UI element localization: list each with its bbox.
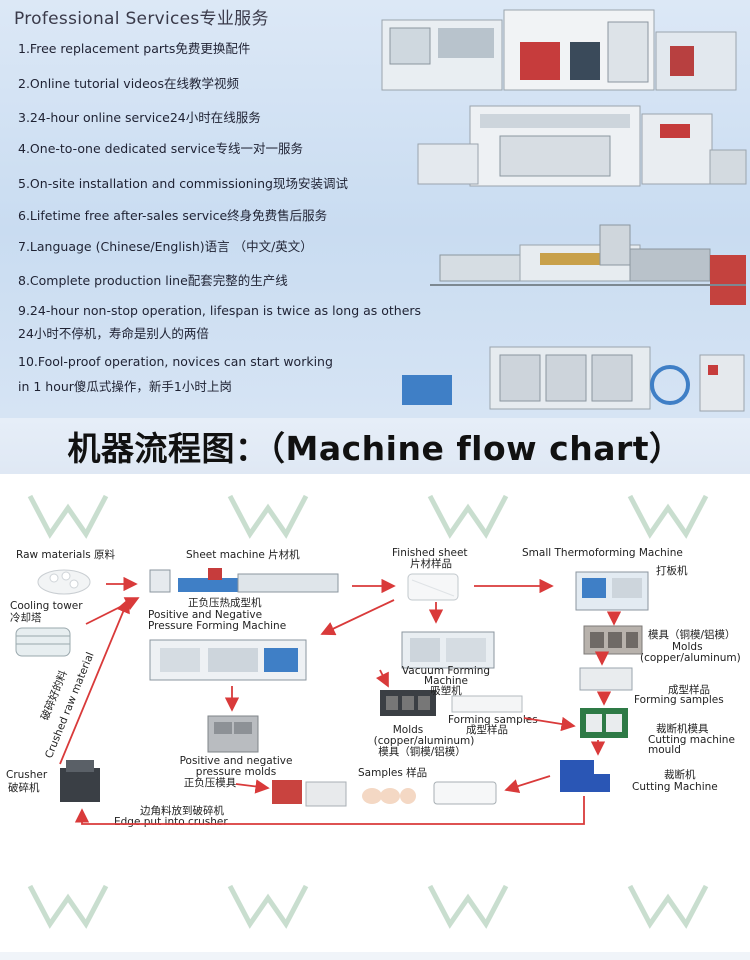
small-thermoforming-label: Small Thermoforming Machine	[522, 547, 683, 559]
finished-sheet-cn-label: 片材样品	[410, 558, 452, 570]
pn-machine-en2-label: Pressure Forming Machine	[148, 620, 287, 632]
arrow-crusher-to-sheet	[59, 598, 130, 765]
finished-sheet-image	[407, 573, 459, 601]
edge-cn-label: 边角料放到破碎机	[140, 805, 224, 817]
forming-samples-right-en-label: Forming samples	[634, 694, 724, 706]
forming-samples-right-cn-label: 成型样品	[668, 684, 710, 696]
thermoforming-machine-image	[381, 9, 737, 91]
service-item: 1.Free replacement parts免费更换配件	[18, 41, 251, 56]
service-item: 10.Fool-proof operation, novices can sta…	[18, 354, 333, 369]
machine-flow-chart: Raw materials 原料 Cooling tower 冷却塔 Sheet…	[0, 474, 750, 960]
services-panel: Professional Services专业服务 1.Free replace…	[0, 0, 750, 418]
vacuum-forming-en1-label: Vacuum Forming	[401, 665, 491, 677]
pn-machine-cn-label: 正负压热成型机	[188, 597, 262, 609]
forming-samples-mid-en-label: Forming samples	[448, 714, 538, 726]
flow-arrows	[59, 576, 622, 825]
pn-molds-en1-label: Positive and negative	[179, 755, 293, 767]
arrow-cooling-to-sheet	[85, 597, 140, 625]
service-item: 3.24-hour online service24小时在线服务	[18, 110, 261, 125]
cutting-mould-en1-label: Cutting machine	[648, 734, 735, 746]
cutting-machine-image	[560, 760, 610, 792]
arrow-cutting-to-crusher	[74, 796, 585, 825]
pn-samples-image	[272, 780, 347, 807]
sheet-machine-label: Sheet machine 片材机	[186, 549, 300, 561]
small-thermoforming-cn-label: 打板机	[656, 565, 688, 577]
samples-tray-image	[433, 781, 497, 805]
pn-molds-image	[207, 715, 259, 753]
samples-label: Samples 样品	[358, 767, 428, 779]
arrow-vacuum-to-molds	[375, 669, 389, 688]
pn-molds-en2-label: pressure molds	[195, 766, 277, 778]
molds-right-cn-label: 模具（铜模/铝模）	[648, 629, 736, 641]
cooling-tower-image	[15, 627, 71, 657]
service-item: 4.One-to-one dedicated service专线一对一服务	[18, 141, 303, 156]
pn-molds-cn-label: 正负压模具	[183, 777, 237, 789]
arrow-samplesmid-to-mould	[523, 716, 576, 732]
cutting-machine-cn-label: 裁断机	[664, 769, 696, 781]
services-title: Professional Services专业服务	[14, 9, 269, 29]
molds-mid-image	[380, 690, 436, 716]
raw-materials-label: Raw materials 原料	[16, 549, 116, 561]
service-item: 5.On-site installation and commissioning…	[18, 176, 348, 191]
cooling-tower-en-label: Cooling tower	[10, 600, 83, 612]
forming-samples-mid-cn-label: 成型样品	[466, 724, 508, 736]
production-line-image	[430, 224, 746, 305]
cutting-mould-image	[580, 708, 628, 738]
forming-samples-mid-image	[451, 695, 523, 713]
service-item: in 1 hour傻瓜式操作，新手1小时上岗	[18, 379, 232, 394]
finished-sheet-en-label: Finished sheet	[392, 547, 468, 559]
service-item: 8.Complete production line配套完整的生产线	[18, 273, 288, 288]
banner-title: 机器流程图：（Machine flow chart）	[67, 429, 683, 468]
arrow-pnmolds-to-samples	[235, 779, 270, 794]
cooling-tower-cn-label: 冷却塔	[10, 612, 42, 624]
samples-eggs-image	[362, 788, 416, 804]
crusher-image	[60, 760, 100, 802]
molds-right-en1-label: Molds	[672, 641, 703, 653]
flow-chart-banner: 机器流程图：（Machine flow chart）	[0, 418, 750, 474]
cutting-machine-en-label: Cutting Machine	[632, 781, 718, 793]
molds-right-image	[583, 625, 643, 655]
pn-pressure-forming-machine-image	[149, 639, 307, 681]
service-item: 6.Lifetime free after-sales service终身免费售…	[18, 208, 328, 223]
service-item: 2.Online tutorial videos在线教学视频	[18, 76, 239, 91]
service-item: 24小时不停机，寿命是别人的两倍	[18, 326, 209, 341]
edge-en-label: Edge put into crusher	[114, 816, 228, 828]
vacuum-forming-machine-image	[401, 631, 495, 669]
vacuum-forming-en2-label: Machine	[424, 675, 468, 687]
molds-mid-en1-label: Molds	[392, 724, 424, 736]
bottom-band	[0, 952, 750, 960]
service-item: 7.Language (Chinese/English)语言 （中文/英文）	[18, 239, 313, 254]
cutting-mould-en2-label: mould	[648, 744, 681, 756]
vacuum-forming-cn-label: 吸塑机	[430, 685, 462, 697]
service-item: 9.24-hour non-stop operation, lifespan i…	[18, 303, 422, 318]
crusher-en-label: Crusher	[6, 769, 48, 781]
molds-mid-cn-label: 模具（铜模/铝模）	[378, 746, 466, 758]
molds-right-en2-label: (copper/aluminum)	[640, 652, 741, 664]
cutting-mould-cn-label: 裁断机模具	[656, 723, 709, 735]
arrow-cutting-to-samples	[504, 775, 551, 794]
raw-materials-image	[37, 569, 91, 595]
crusher-cn-label: 破碎机	[8, 782, 40, 794]
pressure-forming-machine-image	[417, 105, 747, 187]
molds-mid-en2-label: (copper/aluminum)	[373, 735, 475, 747]
small-thermoforming-machine-image	[575, 571, 649, 611]
vacuum-forming-line-image	[402, 346, 745, 412]
watermark-logos	[27, 494, 709, 929]
sheet-machine-image	[149, 568, 339, 593]
pn-machine-en1-label: Positive and Negative	[148, 609, 263, 621]
forming-samples-right-image	[579, 667, 633, 691]
arrow-finished-to-pn	[320, 599, 395, 636]
